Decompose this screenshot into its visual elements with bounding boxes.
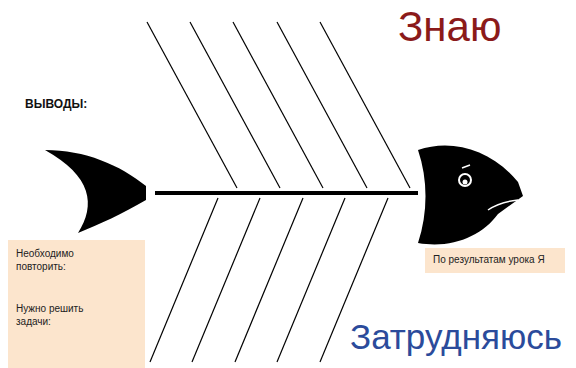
bone-line (277, 198, 345, 362)
bone-line (320, 22, 410, 188)
bone-line (190, 22, 280, 188)
note-box: Необходимо повторить: Нужно решить задачи… (8, 240, 145, 368)
note-text: По результатам урока Я (433, 254, 557, 267)
fish-eye (459, 174, 471, 186)
difficulty-heading: Затрудняюсь (350, 318, 562, 357)
conclusions-heading: ВЫВОДЫ: (25, 98, 87, 111)
fish-spine (155, 191, 418, 195)
fish-mouth (488, 200, 518, 210)
know-heading: Знаю (398, 4, 501, 50)
fish-tail (45, 150, 146, 233)
fish-brow (462, 165, 470, 168)
bone-line (147, 22, 237, 188)
bone-line (277, 22, 367, 188)
note-box: По результатам урока Я (425, 248, 565, 273)
fish-pupil (463, 180, 468, 185)
note-text: Нужно решить задачи: (16, 303, 111, 328)
bone-line (235, 198, 303, 362)
bone-line (192, 198, 260, 362)
note-text: Необходимо повторить: (16, 248, 111, 273)
bone-line (233, 22, 323, 188)
fish-head (418, 145, 523, 244)
bone-line (150, 198, 218, 362)
